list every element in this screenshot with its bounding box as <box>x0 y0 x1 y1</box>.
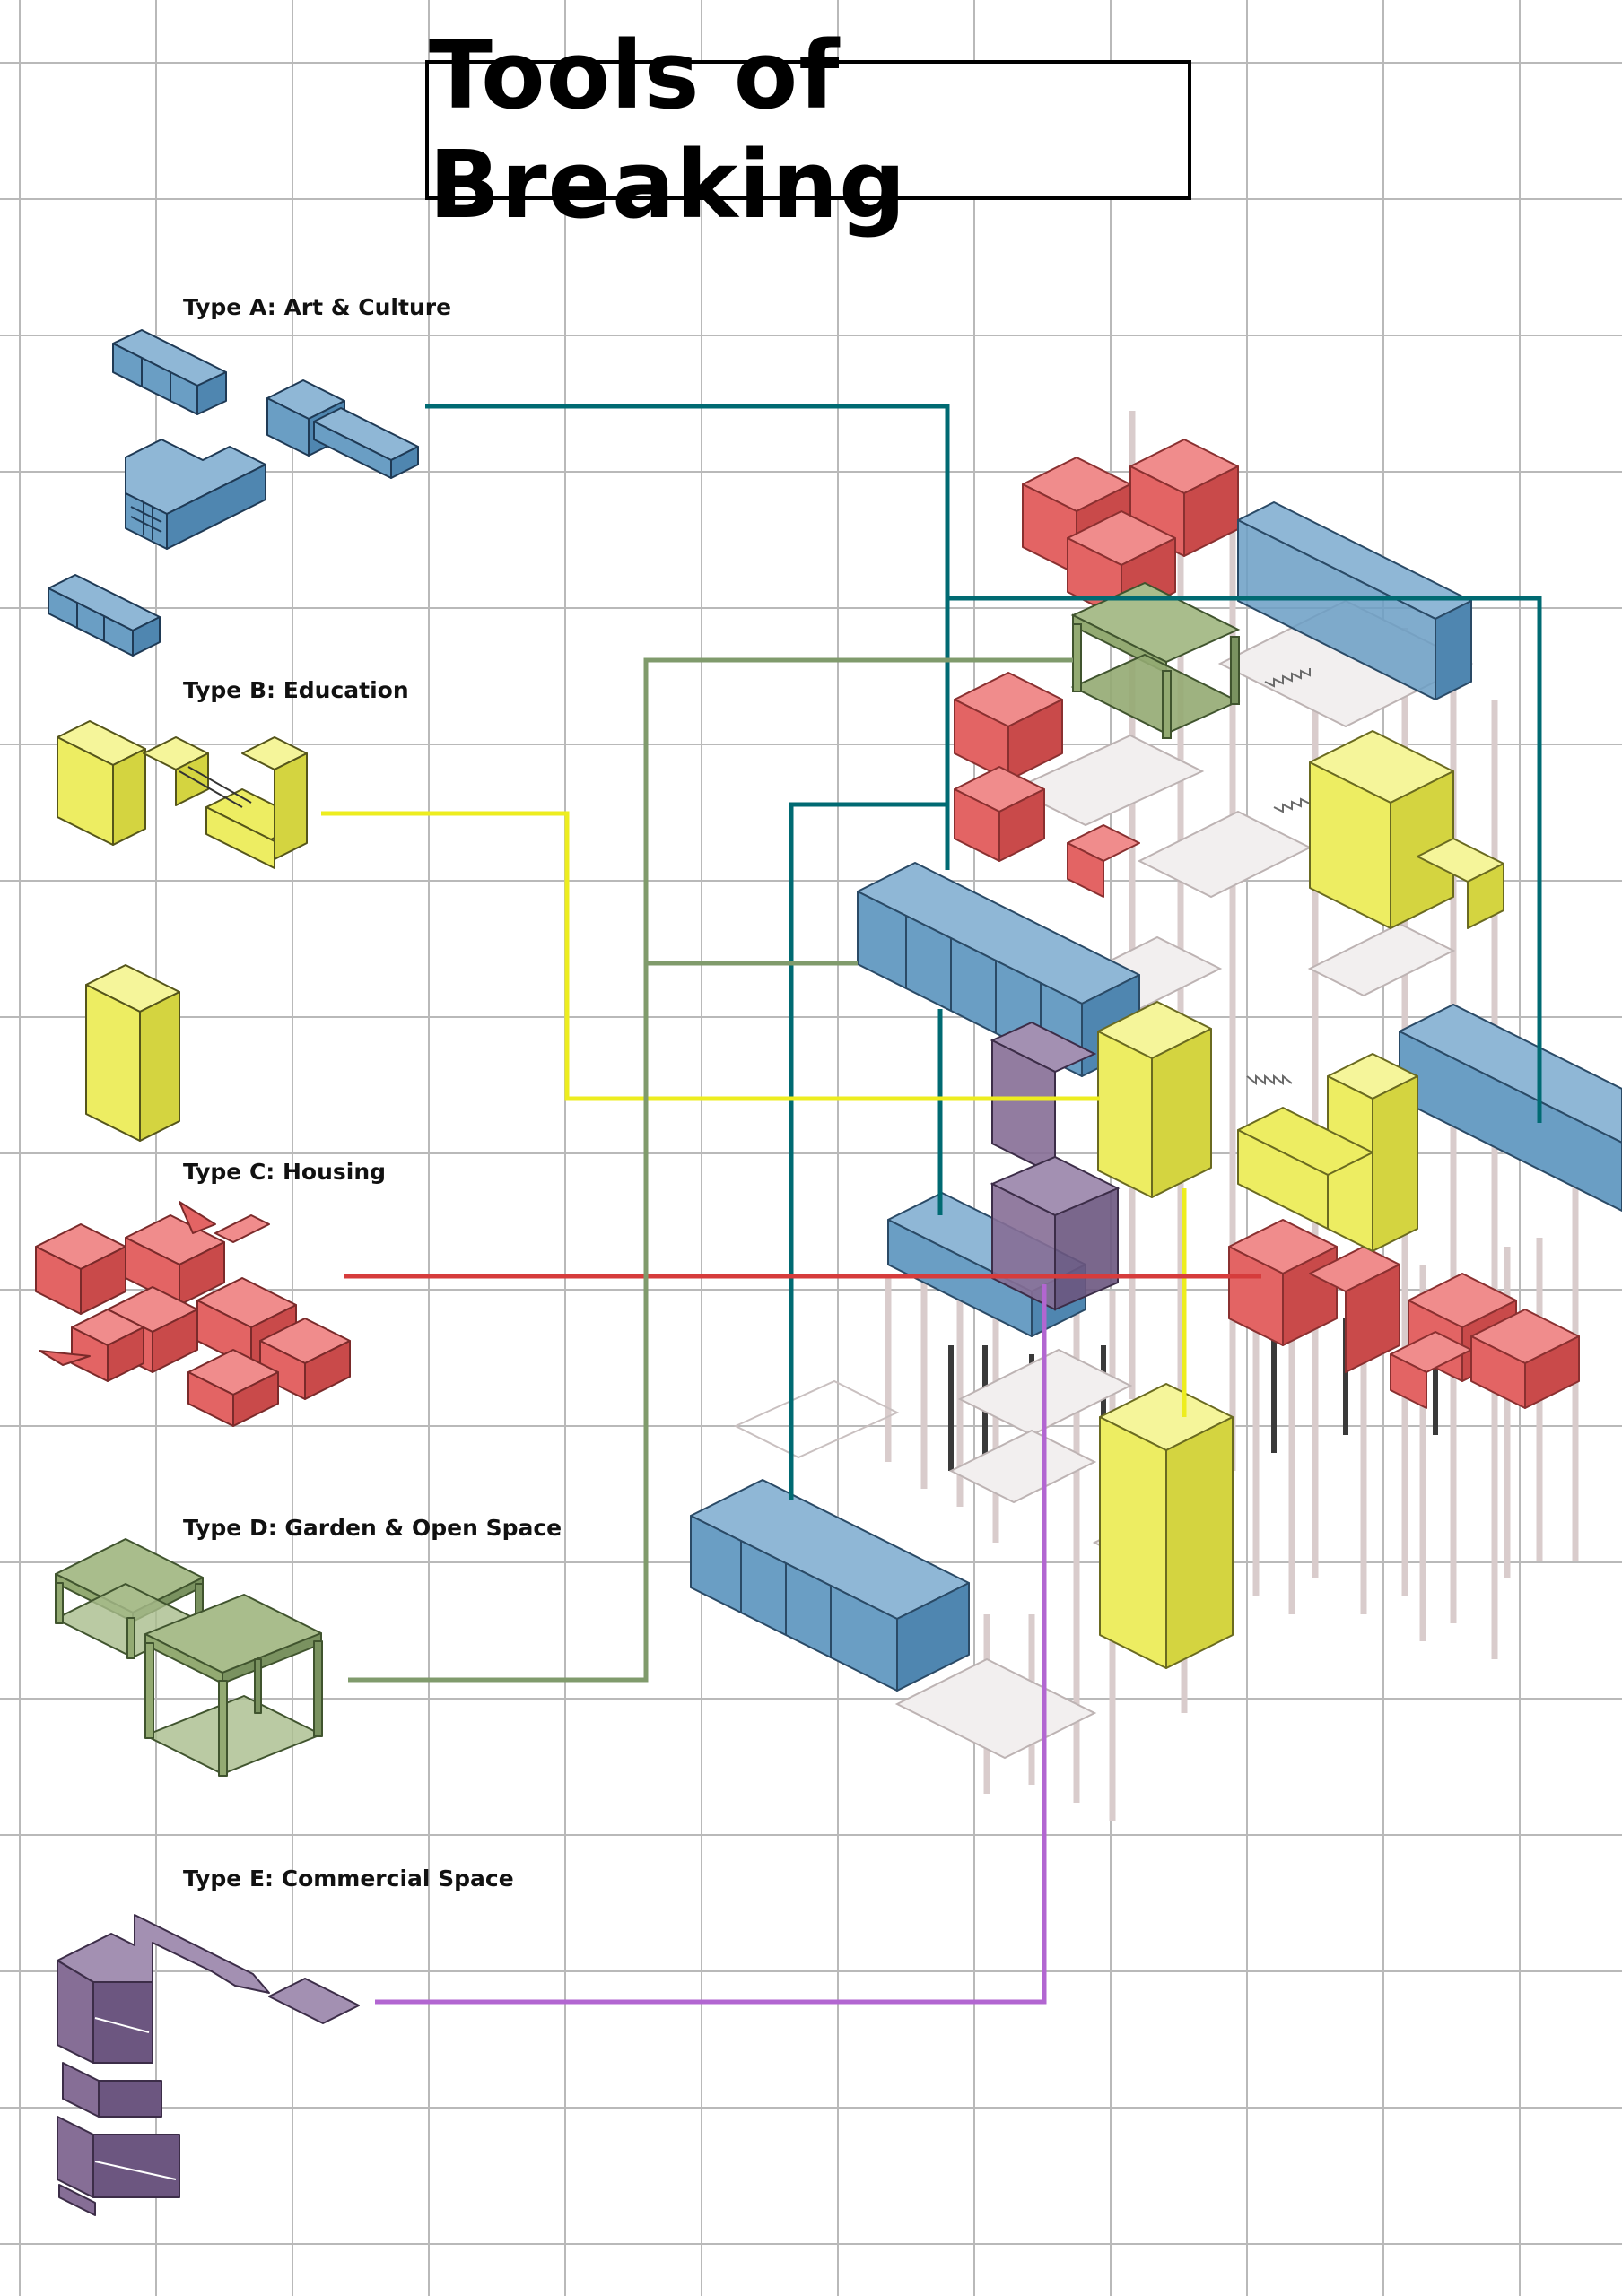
building-green <box>1070 581 1241 739</box>
leader-lines <box>321 404 1542 2005</box>
type-a-icon <box>48 329 419 657</box>
title-box: Tools of Breaking <box>425 21 1191 239</box>
leader-line-type-a-2 <box>947 596 1542 1123</box>
label-type-c: Type C: Housing <box>183 1159 387 1185</box>
building-red-boxes <box>954 439 1580 1409</box>
label-type-a: Type A: Art & Culture <box>183 294 452 320</box>
main-building <box>690 411 1622 1821</box>
building-yellow <box>1097 730 1504 1669</box>
label-type-d: Type D: Garden & Open Space <box>183 1515 562 1541</box>
leader-line-type-a-3 <box>789 802 947 1500</box>
label-type-e: Type E: Commercial Space <box>183 1866 514 1892</box>
building-stairs <box>1246 668 1311 1086</box>
building-purple <box>990 1021 1121 1311</box>
type-c-icon <box>35 1201 351 1427</box>
label-type-b: Type B: Education <box>183 677 409 703</box>
leader-line-type-e <box>375 1284 1047 2005</box>
type-b-icon <box>57 720 308 1142</box>
type-e-icon <box>57 1914 360 2216</box>
leader-line-type-b <box>321 811 1100 1101</box>
type-d-icon <box>55 1538 323 1777</box>
leader-line-type-a <box>425 404 950 870</box>
page-title: Tools of Breaking <box>429 21 907 239</box>
leader-line-type-d <box>348 657 1073 1683</box>
